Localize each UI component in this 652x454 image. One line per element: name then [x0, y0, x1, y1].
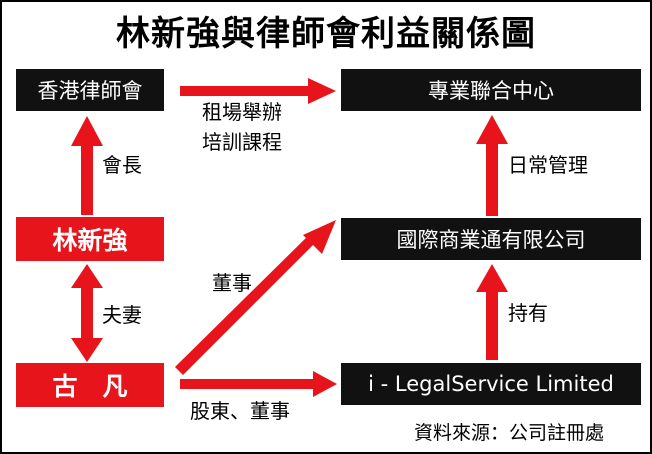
node-lam: 林新強 [16, 217, 164, 261]
node-legalservice: i - LegalService Limited [341, 363, 641, 405]
node-kufan: 古 凡 [16, 363, 164, 407]
label-rent-venue-2: 培訓課程 [202, 130, 282, 154]
node-law-society: 香港律師會 [16, 69, 164, 111]
label-shareholder-director: 股東、董事 [190, 399, 290, 423]
arrow-spouse [71, 264, 103, 362]
arrow-daily-management [476, 115, 508, 216]
label-spouse: 夫妻 [102, 303, 142, 327]
arrow-rent-venue [180, 78, 336, 104]
node-intl-company: 國際商業通有限公司 [341, 218, 641, 260]
label-president: 會長 [102, 153, 142, 177]
arrow-director [175, 220, 336, 375]
label-rent-venue-1: 租場舉辦 [202, 100, 282, 124]
diagram-title: 林新強與律師會利益關係圖 [116, 14, 536, 54]
arrow-president [71, 116, 103, 215]
source-note: 資料來源：公司註冊處 [414, 422, 605, 444]
node-professional-centre: 專業聯合中心 [341, 69, 641, 111]
label-daily-management: 日常管理 [508, 153, 588, 177]
label-director: 董事 [212, 271, 252, 295]
arrow-shareholder-director [180, 371, 337, 397]
label-holds: 持有 [508, 301, 548, 325]
arrow-holds [476, 264, 508, 360]
